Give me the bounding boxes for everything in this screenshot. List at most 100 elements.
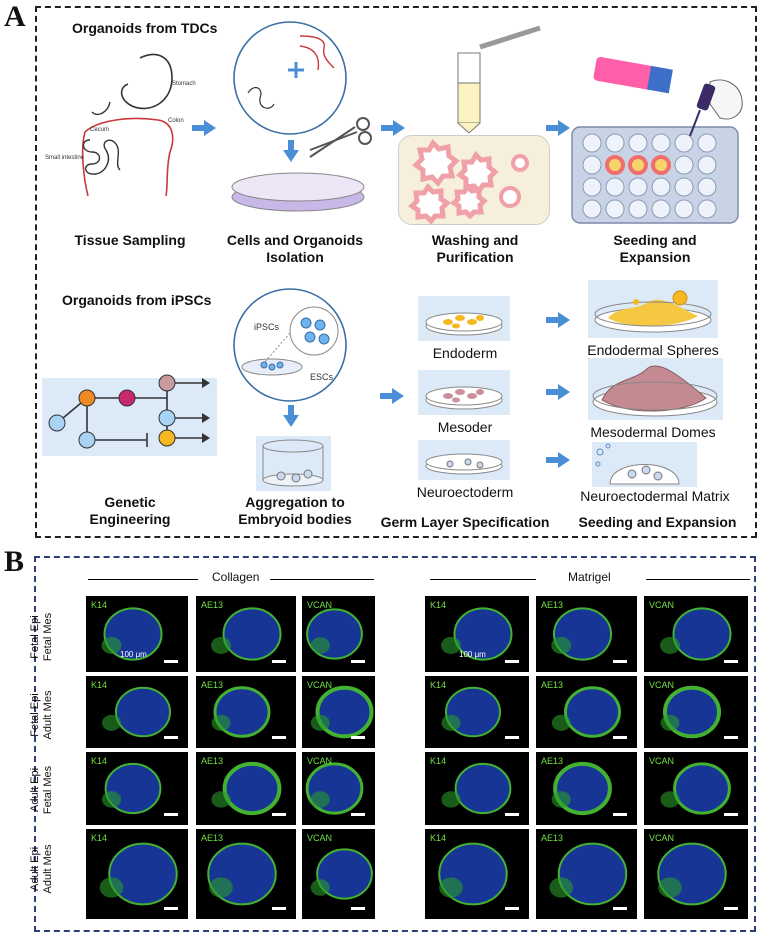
micrograph-tile: K14 <box>425 676 529 748</box>
scale-bar-label: 100 μm <box>120 650 147 659</box>
scale-bar <box>505 813 519 816</box>
scale-bar <box>724 813 738 816</box>
marker-label: VCAN <box>307 756 333 766</box>
marker-label: AE13 <box>201 680 224 690</box>
scale-bar <box>272 907 286 910</box>
well-plate-icon <box>571 126 739 224</box>
micrograph-tile: K14 <box>86 829 188 919</box>
marker-label: K14 <box>91 600 108 610</box>
genetic-circuit-diagram <box>48 374 210 449</box>
digestive-tract-drawing <box>81 53 174 197</box>
scale-bar <box>505 660 519 663</box>
scale-bar <box>164 813 178 816</box>
organoid-blob <box>99 842 178 906</box>
product-mesodermal-domes: Mesodermal Domes <box>590 424 716 440</box>
panel-b-frame <box>34 556 756 932</box>
step-seeding-expansion: Seeding and Expansion <box>578 514 737 530</box>
label-small-intestine: Small intestine <box>45 155 85 161</box>
germ-mesoder: Mesoder <box>437 419 493 435</box>
marker-label: K14 <box>430 833 447 843</box>
isolation-circle <box>233 21 347 135</box>
organoid-blob <box>101 607 163 661</box>
scale-bar <box>505 736 519 739</box>
marker-label: AE13 <box>541 756 564 766</box>
micrograph-tile: K14 100 μm <box>86 596 188 672</box>
arrow-tdc-1 <box>192 120 216 136</box>
scale-bar-label: 100 μm <box>459 650 486 659</box>
marker-label: AE13 <box>541 833 564 843</box>
panel-b-letter: B <box>4 545 25 578</box>
embryoid-bodies-dish <box>262 439 324 487</box>
micrograph-tile: AE13 <box>196 596 296 672</box>
endoderm-dish <box>425 312 503 336</box>
matrigel-rule-right <box>646 579 750 580</box>
micrograph-tile: AE13 <box>196 752 296 825</box>
label-cecum: Cecum <box>90 127 110 133</box>
marker-label: VCAN <box>307 600 333 610</box>
organoid-blob <box>207 842 277 906</box>
scale-bar <box>272 736 286 739</box>
arrow-down-isolation <box>283 140 299 162</box>
marker-label: AE13 <box>201 833 224 843</box>
germ-neuroectoderm: Neuroectoderm <box>416 484 514 500</box>
marker-label: VCAN <box>649 600 675 610</box>
marker-label: K14 <box>91 756 108 766</box>
marker-label: VCAN <box>649 680 675 690</box>
petri-dish-icon <box>231 172 365 212</box>
matrigel-rule-left <box>430 579 536 580</box>
endodermal-spheres-dish <box>594 290 712 333</box>
scale-bar <box>505 907 519 910</box>
micrograph-tile: VCAN <box>302 752 375 825</box>
organoid-blob <box>551 761 612 816</box>
mesoderm-dish <box>425 386 503 410</box>
scale-bar <box>613 736 627 739</box>
organoid-blob <box>441 762 512 815</box>
ipsc-section-title: Organoids from iPSCs <box>62 292 212 308</box>
tdc-section-title: Organoids from TDCs <box>72 20 218 36</box>
gloved-hand-pipette-icon <box>689 79 743 137</box>
micrograph-tile: VCAN <box>644 676 748 748</box>
arrow-neuroectoderm <box>546 452 570 468</box>
seeding-tube-icon <box>593 56 673 94</box>
organoid-blob <box>657 842 727 906</box>
arrow-tdc-2 <box>381 120 405 136</box>
arrow-tdc-3 <box>546 120 570 136</box>
arrow-down-aggregation <box>283 405 299 427</box>
organoid-blob <box>211 761 282 816</box>
micrograph-tile: VCAN <box>302 596 375 672</box>
marker-label: AE13 <box>541 600 564 610</box>
micrograph-tile: AE13 <box>536 752 637 825</box>
marker-label: K14 <box>430 600 447 610</box>
marker-label: K14 <box>91 833 108 843</box>
arrow-ipsc-germ <box>380 388 404 404</box>
scale-bar <box>613 813 627 816</box>
micrograph-tile: AE13 <box>536 596 637 672</box>
scale-bar <box>613 907 627 910</box>
organoid-blob <box>551 686 621 738</box>
scissors-icon <box>309 117 372 158</box>
organoid-blob <box>211 686 271 738</box>
scale-bar <box>164 907 178 910</box>
header-matrigel: Matrigel <box>568 570 611 584</box>
micrograph-tile: AE13 <box>196 676 296 748</box>
organoid-blob <box>305 762 364 815</box>
scale-bar <box>351 907 365 910</box>
collagen-rule-left <box>88 579 198 580</box>
panel-a-letter: A <box>4 0 26 33</box>
micrograph-tile: VCAN <box>302 829 375 919</box>
organoid-blob <box>660 607 732 661</box>
micrograph-tile: AE13 <box>196 829 296 919</box>
micrograph-tile: K14 <box>86 676 188 748</box>
scale-bar <box>351 736 365 739</box>
marker-label: VCAN <box>649 756 675 766</box>
arrow-endoderm <box>546 312 570 328</box>
marker-label: AE13 <box>201 756 224 766</box>
scale-bar <box>272 813 286 816</box>
header-collagen: Collagen <box>212 570 260 584</box>
marker-label: VCAN <box>307 680 333 690</box>
organoid-blob <box>310 848 373 900</box>
centrifuge-tube-icon <box>457 25 541 134</box>
